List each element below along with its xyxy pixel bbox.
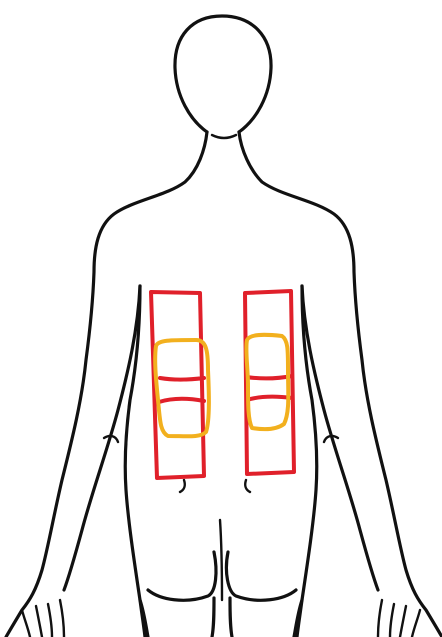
body-diagram	[0, 0, 442, 637]
